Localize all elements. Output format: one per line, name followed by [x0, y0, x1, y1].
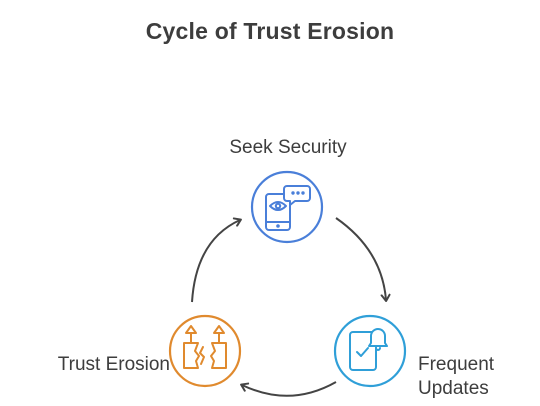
node-label-line: Updates	[418, 378, 489, 399]
phone-eye-chat-icon	[265, 185, 311, 231]
node-trust-erosion	[168, 314, 242, 388]
arrow-updates-to-erosion	[240, 381, 337, 397]
node-label-trust-erosion: Trust Erosion	[57, 354, 170, 375]
node-frequent-updates	[333, 314, 407, 388]
broken-pillars-icon	[183, 325, 227, 369]
arrow-erosion-to-security	[191, 217, 242, 303]
node-seek-security	[250, 170, 324, 244]
node-label-seek-security: Seek Security	[229, 137, 347, 158]
arrow-security-to-updates	[335, 217, 391, 302]
phone-bell-check-icon	[349, 328, 388, 371]
node-label-line: Frequent	[418, 354, 495, 375]
node-label-frequent-updates: Frequent Updates	[418, 353, 528, 401]
diagram-title: Cycle of Trust Erosion	[145, 18, 395, 44]
